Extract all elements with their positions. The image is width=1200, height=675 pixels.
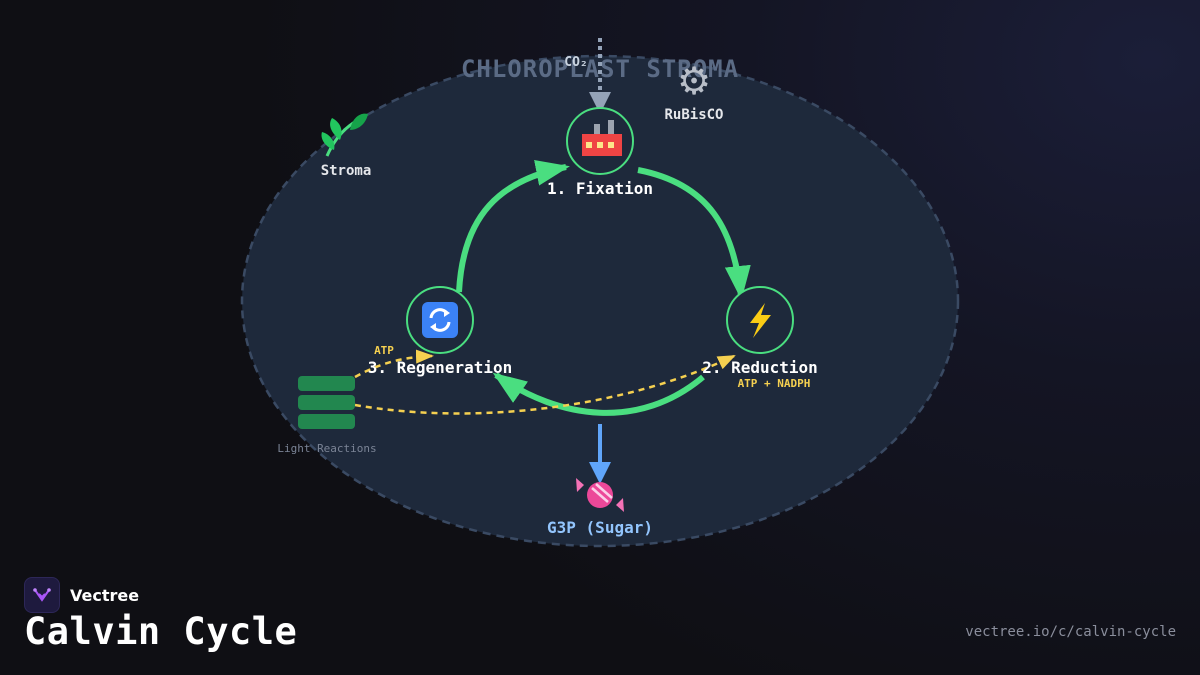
output-label: G3P (Sugar) <box>547 518 653 537</box>
page-title: Calvin Cycle <box>24 610 298 653</box>
reduction-label: 2. Reduction <box>702 358 818 377</box>
step-fixation: 1. Fixation <box>547 107 653 198</box>
step-regeneration: 3. Regeneration ATP <box>368 286 513 377</box>
page-url[interactable]: vectree.io/c/calvin-cycle <box>965 624 1176 640</box>
lightning-icon <box>750 303 771 338</box>
co2-label: CO₂ <box>564 55 587 70</box>
reduction-inputs-label: ATP + NADPH <box>738 377 811 390</box>
cycle-arrow-reduction-to-regeneration <box>492 372 705 416</box>
candy-icon <box>576 478 624 512</box>
brand: Vectree <box>24 577 139 613</box>
fixation-label: 1. Fixation <box>547 179 653 198</box>
brand-name: Vectree <box>70 585 140 605</box>
stroma-label: Stroma <box>321 163 372 179</box>
energy-flow-to-reduction <box>354 354 736 415</box>
light-reactions-label: Light Reactions <box>277 442 376 455</box>
cycle-arrow-fixation-to-reduction <box>637 167 751 300</box>
factory-icon <box>582 120 622 156</box>
regeneration-label: 3. Regeneration <box>368 358 513 377</box>
enzyme-label: RuBisCO <box>664 107 723 123</box>
step-reduction: 2. Reduction ATP + NADPH <box>702 286 818 390</box>
cycle-arrow-regeneration-to-fixation <box>456 160 570 293</box>
gear-icon: ⚙ <box>677 59 711 103</box>
thylakoid-stack <box>298 376 355 429</box>
regeneration-input-label: ATP <box>374 344 394 357</box>
cycle-arrows-icon <box>422 302 458 338</box>
herb-icon <box>321 113 368 157</box>
vectree-logo-icon <box>24 577 60 613</box>
